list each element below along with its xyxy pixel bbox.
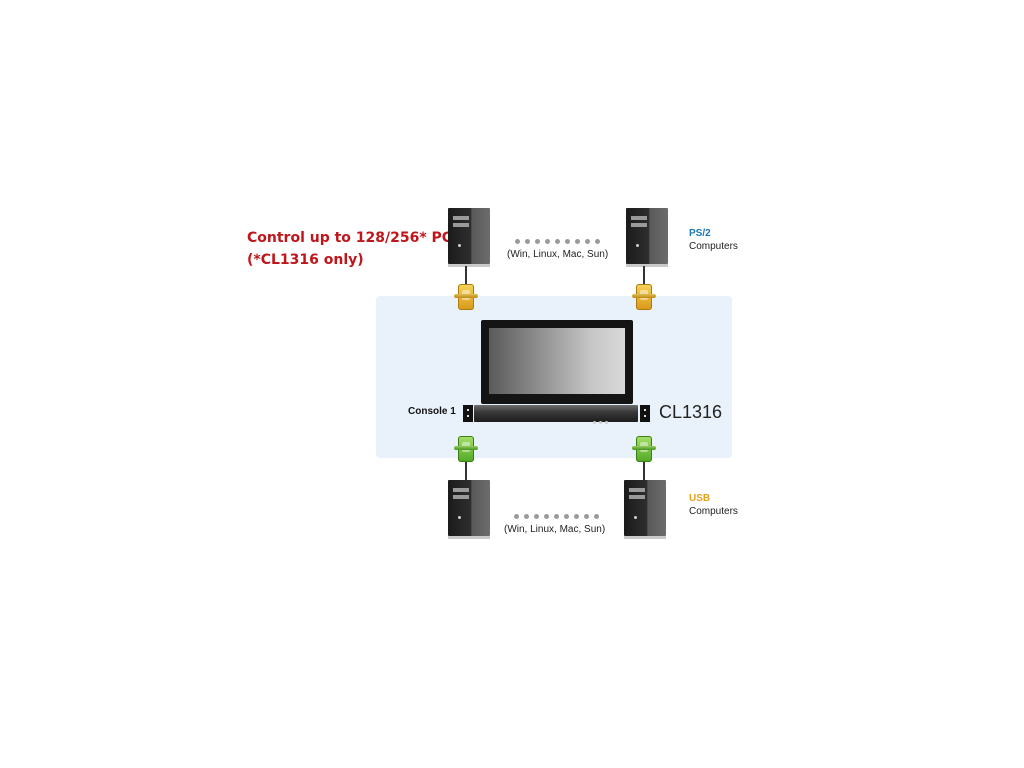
headline: Control up to 128/256* PCs. (*CL1316 onl… <box>247 229 466 270</box>
top-group-label: PS/2 Computers <box>689 227 738 253</box>
lcd-monitor-icon <box>481 320 633 404</box>
tower-pc-icon <box>624 480 666 539</box>
top-computers-label: Computers <box>689 241 738 252</box>
kvm-switch-icon <box>474 405 638 424</box>
kvm-end-port <box>640 405 650 422</box>
monitor-screen <box>489 328 625 394</box>
tower-pc-icon <box>448 480 490 539</box>
usb-connector-icon <box>458 436 474 462</box>
tower-pc-icon <box>626 208 668 267</box>
more-computers-dots <box>514 506 604 524</box>
bottom-computers-label: Computers <box>689 506 738 517</box>
bottom-group-label: USB Computers <box>689 492 738 518</box>
headline-line-1: Control up to 128/256* PCs. <box>247 230 466 246</box>
cable <box>465 266 467 284</box>
console-port-label: Console 1 <box>408 406 456 417</box>
kvm-indicator-dots <box>590 411 608 429</box>
kvm-end-port <box>463 405 473 422</box>
usb-connector-icon <box>636 436 652 462</box>
model-label: CL1316 <box>659 402 723 422</box>
usb-type-label: USB <box>689 493 711 504</box>
top-os-note: (Win, Linux, Mac, Sun) <box>507 249 609 260</box>
more-computers-dots <box>515 231 605 249</box>
cable <box>643 266 645 284</box>
cable <box>465 462 467 480</box>
ps2-type-label: PS/2 <box>689 228 711 239</box>
tower-pc-icon <box>448 208 490 267</box>
ps2-connector-icon <box>636 284 652 310</box>
ps2-connector-icon <box>458 284 474 310</box>
cable <box>643 462 645 480</box>
bottom-os-note: (Win, Linux, Mac, Sun) <box>504 524 606 535</box>
headline-line-2: (*CL1316 only) <box>247 252 364 268</box>
